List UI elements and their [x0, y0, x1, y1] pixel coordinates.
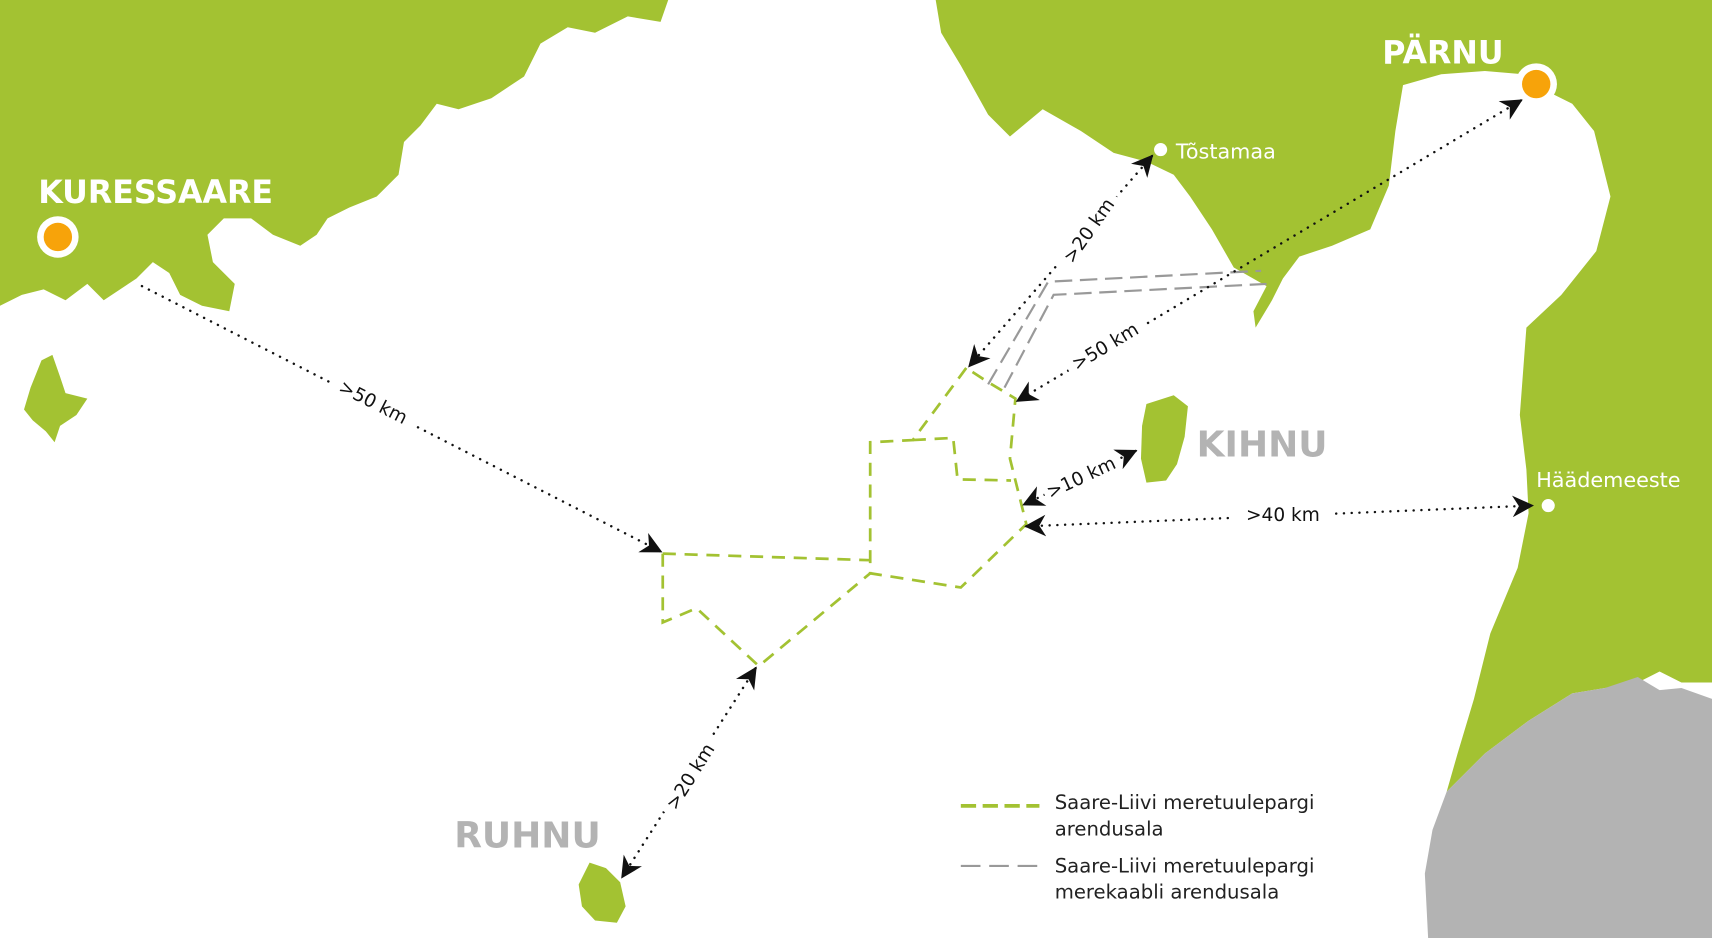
haademeeste-marker: [1541, 499, 1555, 513]
distance-label-haademeeste: >40 km: [1246, 505, 1320, 526]
haademeeste-label: Häädemeeste: [1536, 468, 1680, 492]
legend-cable-line2: merekaabli arendusala: [1055, 881, 1280, 904]
latvia-land: [1424, 677, 1712, 938]
vilsandi-island: [24, 354, 88, 443]
wind-farm-zone: [661, 366, 1028, 668]
ruhnu-island: [578, 862, 626, 923]
mainland-land: [935, 0, 1712, 792]
legend-zone-line1: Saare-Liivi meretuulepargi: [1055, 791, 1315, 814]
legend-cable-line1: Saare-Liivi meretuulepargi: [1055, 854, 1315, 877]
kihnu-label: KIHNU: [1197, 424, 1328, 465]
legend-zone-line2: arendusala: [1055, 817, 1164, 840]
parnu-label: PÄRNU: [1382, 33, 1503, 71]
distance-line-haademeeste: [1024, 495, 1535, 537]
saaremaa-land: [0, 0, 669, 312]
kuressaare-label: KURESSAARE: [38, 175, 273, 211]
kihnu-island: [1140, 395, 1188, 483]
legend: Saare-Liivi meretuulepargi arendusala Sa…: [960, 791, 1315, 904]
tostamaa-marker: [1154, 143, 1168, 157]
ruhnu-label: RUHNU: [454, 815, 601, 856]
tostamaa-label: Tõstamaa: [1175, 139, 1276, 163]
